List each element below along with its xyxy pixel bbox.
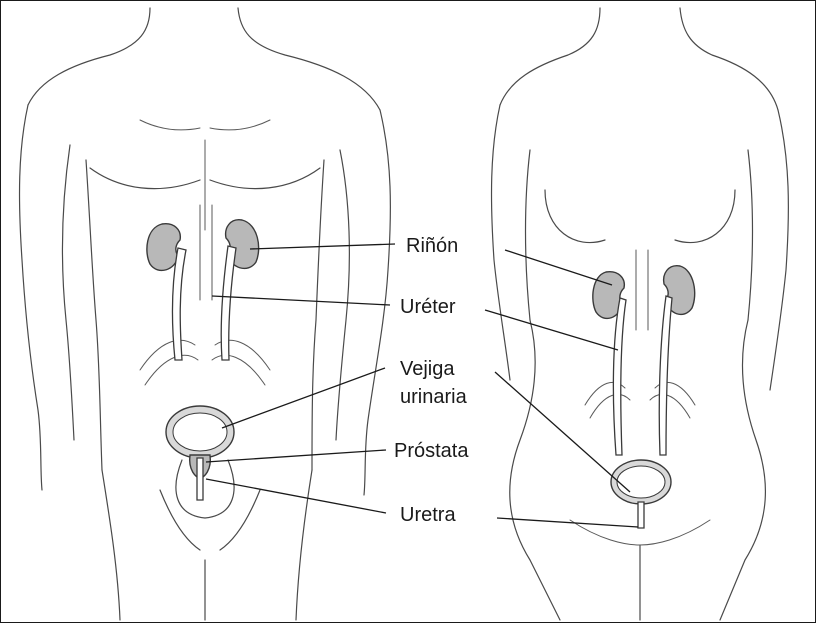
female-ureter-left [613,298,626,455]
male-bladder [166,406,234,458]
label-prostate: Próstata [394,440,469,462]
leader-bladder-female [495,372,630,492]
male-ureter-right [221,246,236,360]
label-bladder-line1: Vejiga [400,358,455,380]
leader-bladder-male [222,368,385,428]
leader-kidney-female [505,250,612,285]
label-ureter: Uréter [400,296,456,318]
leader-urethra-female [497,518,638,527]
labels: Riñón Uréter Vejiga urinaria Próstata Ur… [394,235,469,526]
female-urethra [638,502,644,528]
female-bladder [611,460,671,504]
male-urethra [197,458,203,500]
male-figure [20,8,391,620]
female-ureter-right [659,296,672,455]
leader-prostate-male [206,450,386,462]
label-bladder-line2: urinaria [400,386,468,408]
leader-kidney-male [250,244,395,249]
label-kidney: Riñón [406,235,458,257]
leader-ureter-male [212,296,390,305]
label-urethra: Uretra [400,504,456,526]
